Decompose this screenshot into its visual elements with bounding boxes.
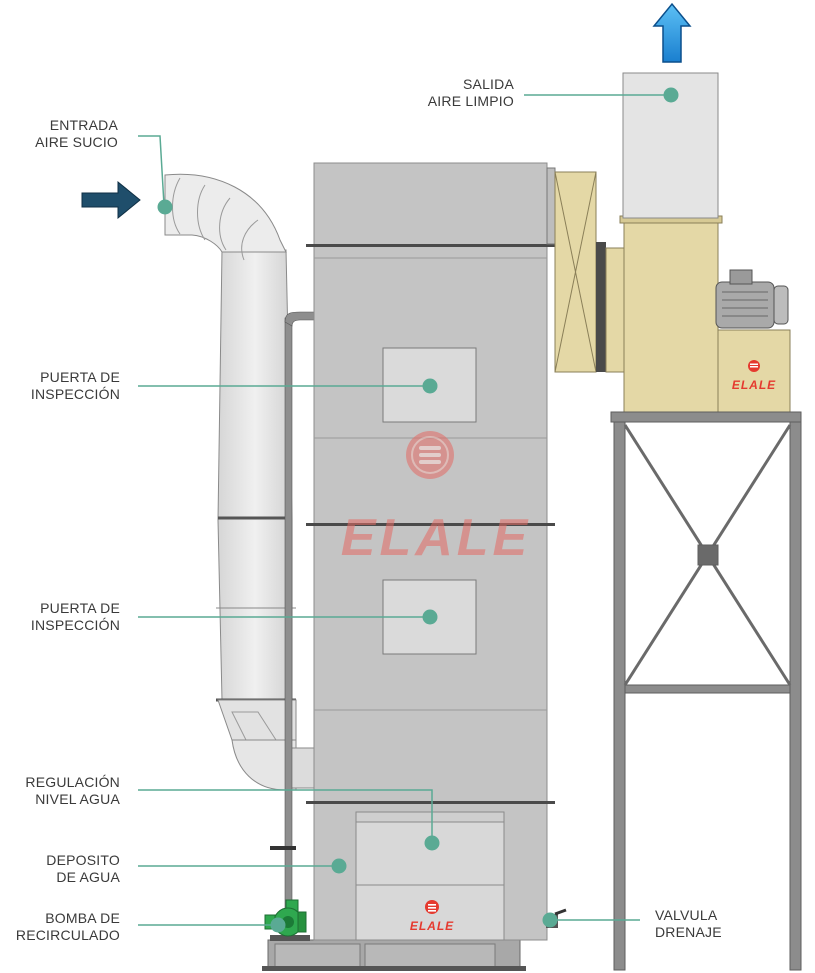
marker-valvula xyxy=(542,912,558,928)
inlet-duct xyxy=(164,173,317,791)
label-entrada-line1: ENTRADA xyxy=(49,117,118,133)
marker-salida xyxy=(663,87,679,103)
label-entrada: ENTRADA AIRE SUCIO xyxy=(0,117,118,151)
tank-logo-text: ELALE xyxy=(410,919,454,933)
label-valvula-line1: VALVULA xyxy=(655,907,718,923)
label-puerta-2-line2: INSPECCIÓN xyxy=(30,617,120,633)
label-puerta-1: PUERTA DE INSPECCIÓN xyxy=(0,369,120,403)
fan-logo-text: ELALE xyxy=(732,378,776,392)
marker-deposito xyxy=(331,858,347,874)
leader-lines xyxy=(138,94,670,926)
pump-icon xyxy=(264,899,310,941)
label-regulacion: REGULACIÓN NIVEL AGUA xyxy=(0,774,120,808)
label-deposito-line2: DE AGUA xyxy=(56,869,120,885)
label-entrada-line2: AIRE SUCIO xyxy=(35,134,118,150)
label-bomba-line1: BOMBA DE xyxy=(45,910,120,926)
outlet-arrow-icon xyxy=(652,2,692,63)
marker-regulacion xyxy=(424,835,440,851)
label-regulacion-line1: REGULACIÓN xyxy=(25,774,120,790)
label-puerta-1-line1: PUERTA DE xyxy=(40,369,120,385)
label-bomba: BOMBA DE RECIRCULADO xyxy=(0,910,120,944)
elale-watermark xyxy=(406,431,454,479)
label-puerta-1-line2: INSPECCIÓN xyxy=(30,386,120,402)
inlet-arrow-icon xyxy=(81,180,141,220)
label-puerta-2: PUERTA DE INSPECCIÓN xyxy=(0,600,120,634)
label-deposito-line1: DEPOSITO xyxy=(46,852,120,868)
marker-puerta-2 xyxy=(422,609,438,625)
label-bomba-line2: RECIRCULADO xyxy=(15,927,120,943)
label-regulacion-line2: NIVEL AGUA xyxy=(35,791,120,807)
marker-bomba xyxy=(270,917,286,933)
label-puerta-2-line1: PUERTA DE xyxy=(40,600,120,616)
label-valvula: VALVULA DRENAJE xyxy=(655,907,755,941)
elale-watermark-text: ELALE xyxy=(341,509,531,567)
label-salida: SALIDA AIRE LIMPIO xyxy=(400,76,514,110)
marker-entrada xyxy=(157,199,173,215)
elale-logo-icon xyxy=(425,900,439,914)
marker-puerta-1 xyxy=(422,378,438,394)
scrubber-tower xyxy=(306,162,555,941)
outlet-connection xyxy=(546,167,625,373)
leader-markers xyxy=(157,87,679,933)
label-salida-line2: AIRE LIMPIO xyxy=(427,93,514,109)
base-platform xyxy=(262,939,526,971)
support-frame xyxy=(610,411,802,971)
label-valvula-line2: DRENAJE xyxy=(655,924,722,940)
label-salida-line1: SALIDA xyxy=(463,76,514,92)
label-deposito: DEPOSITO DE AGUA xyxy=(0,852,120,886)
water-tank xyxy=(355,811,505,941)
exhaust-fan xyxy=(619,215,791,413)
